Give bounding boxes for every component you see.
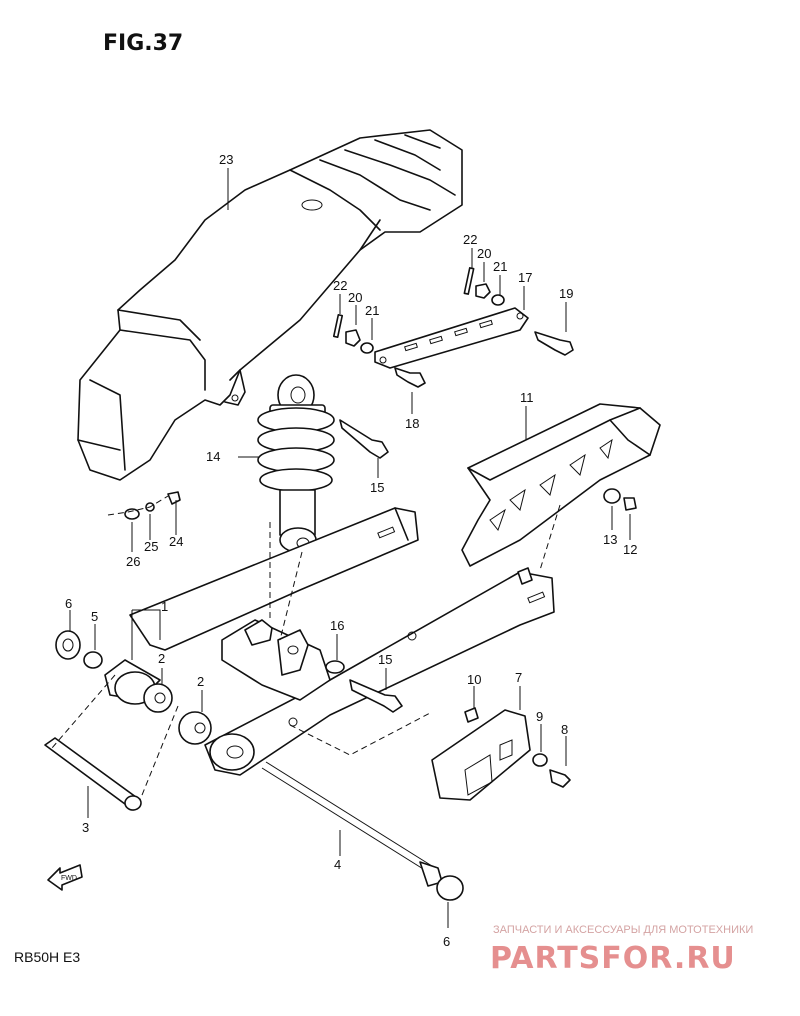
label-2-right: 2 [197, 674, 204, 689]
label-22-lower: 22 [333, 278, 347, 293]
pivot-bolt [261, 761, 464, 901]
pivot-sleeve [44, 737, 142, 811]
fwd-arrow-icon: FWD [47, 864, 83, 891]
bolt-19 [534, 331, 574, 356]
label-20-upper: 20 [477, 246, 491, 261]
label-6-upper: 6 [65, 596, 72, 611]
label-1: 1 [161, 599, 168, 614]
label-4: 4 [334, 857, 341, 872]
model-code: RB50H E3 [14, 949, 80, 965]
leader-lines [69, 168, 631, 928]
label-15-upper: 15 [370, 480, 384, 495]
label-17: 17 [518, 270, 532, 285]
swing-arm [104, 507, 555, 776]
alignment-lines [51, 495, 561, 801]
part-labels: 23 22 20 21 17 19 22 20 21 18 11 14 15 2… [65, 152, 637, 949]
label-3: 3 [82, 820, 89, 835]
label-22-upper: 22 [463, 232, 477, 247]
figure-title: FIG.37 [103, 31, 183, 56]
label-10: 10 [467, 672, 481, 687]
label-8: 8 [561, 722, 568, 737]
washer-5 [83, 651, 103, 669]
label-5: 5 [91, 609, 98, 624]
label-25: 25 [144, 539, 158, 554]
label-21-upper: 21 [493, 259, 507, 274]
shock-absorber [257, 374, 335, 553]
watermark: ЗАПЧАСТИ И АКСЕССУАРЫ ДЛЯ МОТОТЕХНИКИ PA… [490, 924, 753, 976]
fwd-label: FWD [61, 875, 77, 882]
fastener-group-lower [332, 314, 374, 354]
shock-mount-bracket [374, 307, 529, 369]
label-21-lower: 21 [365, 303, 379, 318]
label-16: 16 [330, 618, 344, 633]
fender-fasteners [124, 491, 181, 520]
watermark-logo: PARTSFOR.RU [490, 941, 736, 976]
label-20-lower: 20 [348, 290, 362, 305]
bolt-15-lower [349, 679, 403, 713]
label-11: 11 [520, 390, 534, 405]
cap-6-upper [55, 630, 81, 660]
washer-16 [325, 660, 345, 674]
label-2-left: 2 [158, 651, 165, 666]
label-9: 9 [536, 709, 543, 724]
watermark-subtitle: ЗАПЧАСТИ И АКСЕССУАРЫ ДЛЯ МОТОТЕХНИКИ [493, 924, 753, 936]
label-23: 23 [219, 152, 233, 167]
label-14: 14 [206, 449, 220, 464]
label-12: 12 [623, 542, 637, 557]
label-7: 7 [515, 670, 522, 685]
fastener-group-upper [463, 267, 505, 306]
label-18: 18 [405, 416, 419, 431]
chain-adjuster [431, 707, 571, 801]
label-24: 24 [169, 534, 183, 549]
bolt-18 [394, 367, 426, 388]
chain-case [461, 403, 661, 567]
label-19: 19 [559, 286, 573, 301]
rear-fender [77, 129, 463, 481]
label-26: 26 [126, 554, 140, 569]
bolt-15-upper [339, 419, 389, 459]
label-15-lower: 15 [378, 652, 392, 667]
label-13: 13 [603, 532, 617, 547]
label-6-lower: 6 [443, 934, 450, 949]
